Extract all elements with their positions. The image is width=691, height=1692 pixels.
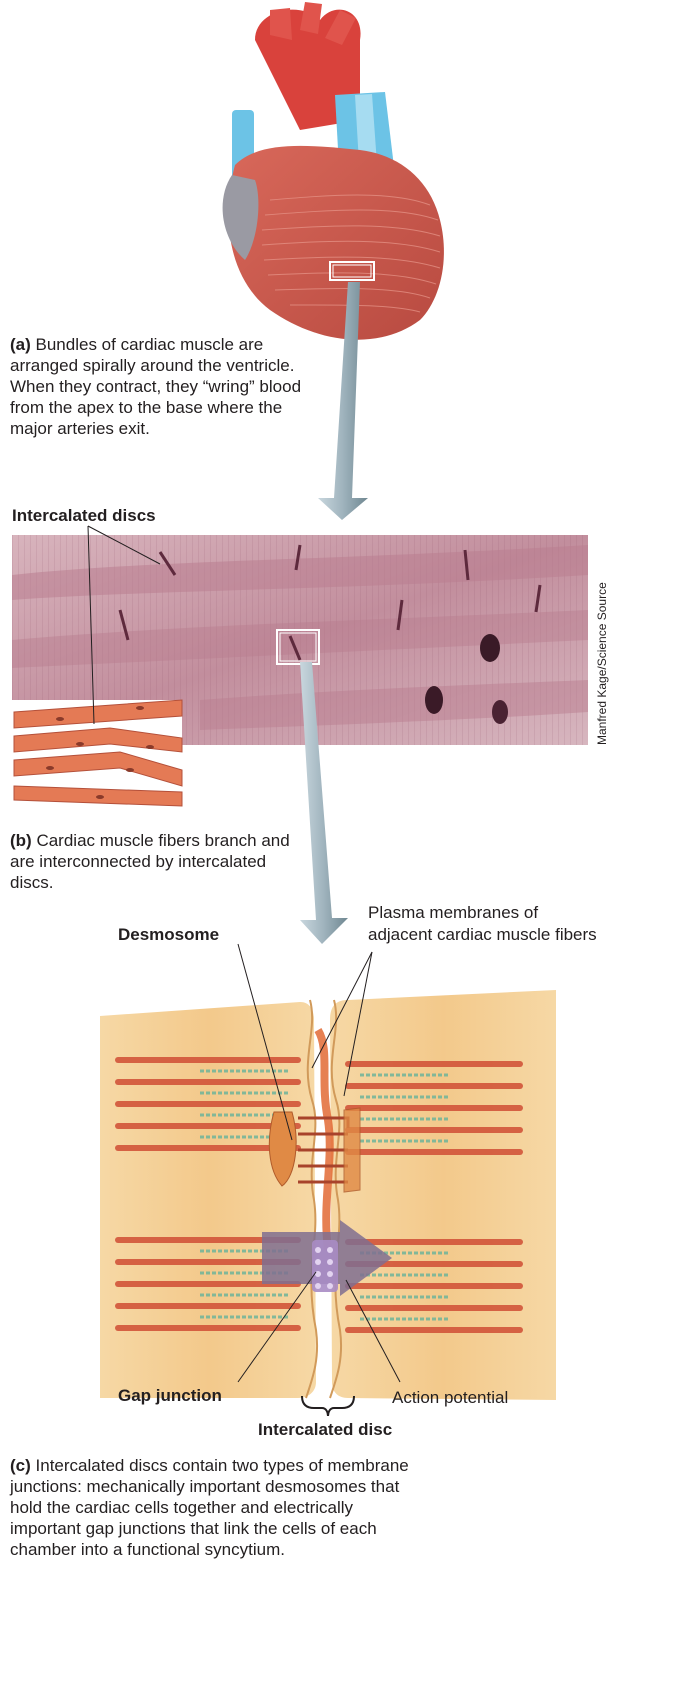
photo-credit: Manfred Kage/Science Source — [595, 582, 609, 745]
fiber-inset — [10, 700, 182, 818]
caption-b: (b) Cardiac muscle fibers branch and are… — [10, 830, 305, 893]
caption-a-letter: (a) — [10, 335, 31, 354]
caption-c-line-3: hold the cardiac cells together and elec… — [10, 1498, 353, 1517]
caption-c-line-2: junctions: mechanically important desmos… — [10, 1477, 399, 1496]
caption-a-text: Bundles of cardiac muscle are arranged s… — [10, 335, 301, 438]
label-gap-junction: Gap junction — [118, 1386, 222, 1406]
caption-c: (c) Intercalated discs contain two types… — [10, 1455, 500, 1560]
caption-b-letter: (b) — [10, 831, 32, 850]
disc-diagram — [100, 944, 556, 1416]
caption-c-line-5: chamber into a functional syncytium. — [10, 1540, 285, 1559]
heart-illustration — [223, 2, 444, 340]
caption-c-line-4: important gap junctions that link the ce… — [10, 1519, 377, 1538]
caption-a: (a) Bundles of cardiac muscle are arrang… — [10, 334, 310, 439]
label-desmosome: Desmosome — [118, 925, 219, 945]
label-plasma-membranes-2: adjacent cardiac muscle fibers — [368, 925, 597, 945]
label-intercalated-disc: Intercalated disc — [258, 1420, 392, 1440]
disc-brace — [302, 1396, 354, 1416]
label-intercalated-discs: Intercalated discs — [12, 506, 156, 526]
caption-c-letter: (c) — [10, 1456, 31, 1475]
caption-b-text: Cardiac muscle fibers branch and are int… — [10, 831, 290, 892]
gap-junction-structure — [312, 1240, 338, 1292]
label-plasma-membranes-1: Plasma membranes of — [368, 903, 538, 923]
label-action-potential: Action potential — [392, 1388, 508, 1408]
caption-c-line-1: Intercalated discs contain two types of … — [36, 1456, 409, 1475]
